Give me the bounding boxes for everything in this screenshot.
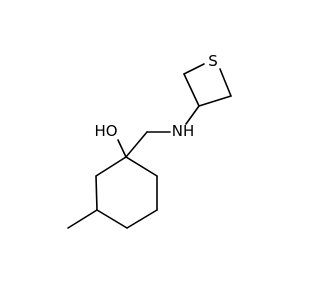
- bond-c4-c5: [126, 209, 158, 229]
- cyclohexane-ring: [95, 156, 158, 229]
- bond-t3-t1: [198, 95, 232, 107]
- bond-n-thietane: [185, 105, 200, 125]
- hydroxyl-label: HO: [94, 122, 117, 140]
- bond-t2-s: [183, 63, 205, 75]
- bond-c1-c2: [95, 156, 127, 177]
- bond-methyl: [67, 209, 98, 229]
- bond-t1-t2: [183, 73, 200, 107]
- bond-c3-c4: [96, 209, 128, 229]
- molecule-diagram: HO NH S: [67, 52, 232, 229]
- bond-c1-oh: [117, 139, 127, 158]
- thietane-ring: [183, 63, 232, 107]
- bond-s-t3: [219, 68, 232, 97]
- amine-label: NH: [172, 122, 195, 140]
- bond-c6-c1: [125, 156, 158, 177]
- sulfur-label: S: [208, 52, 218, 70]
- bond-c1-ch2: [125, 131, 148, 158]
- bond-c2-c3: [95, 175, 98, 211]
